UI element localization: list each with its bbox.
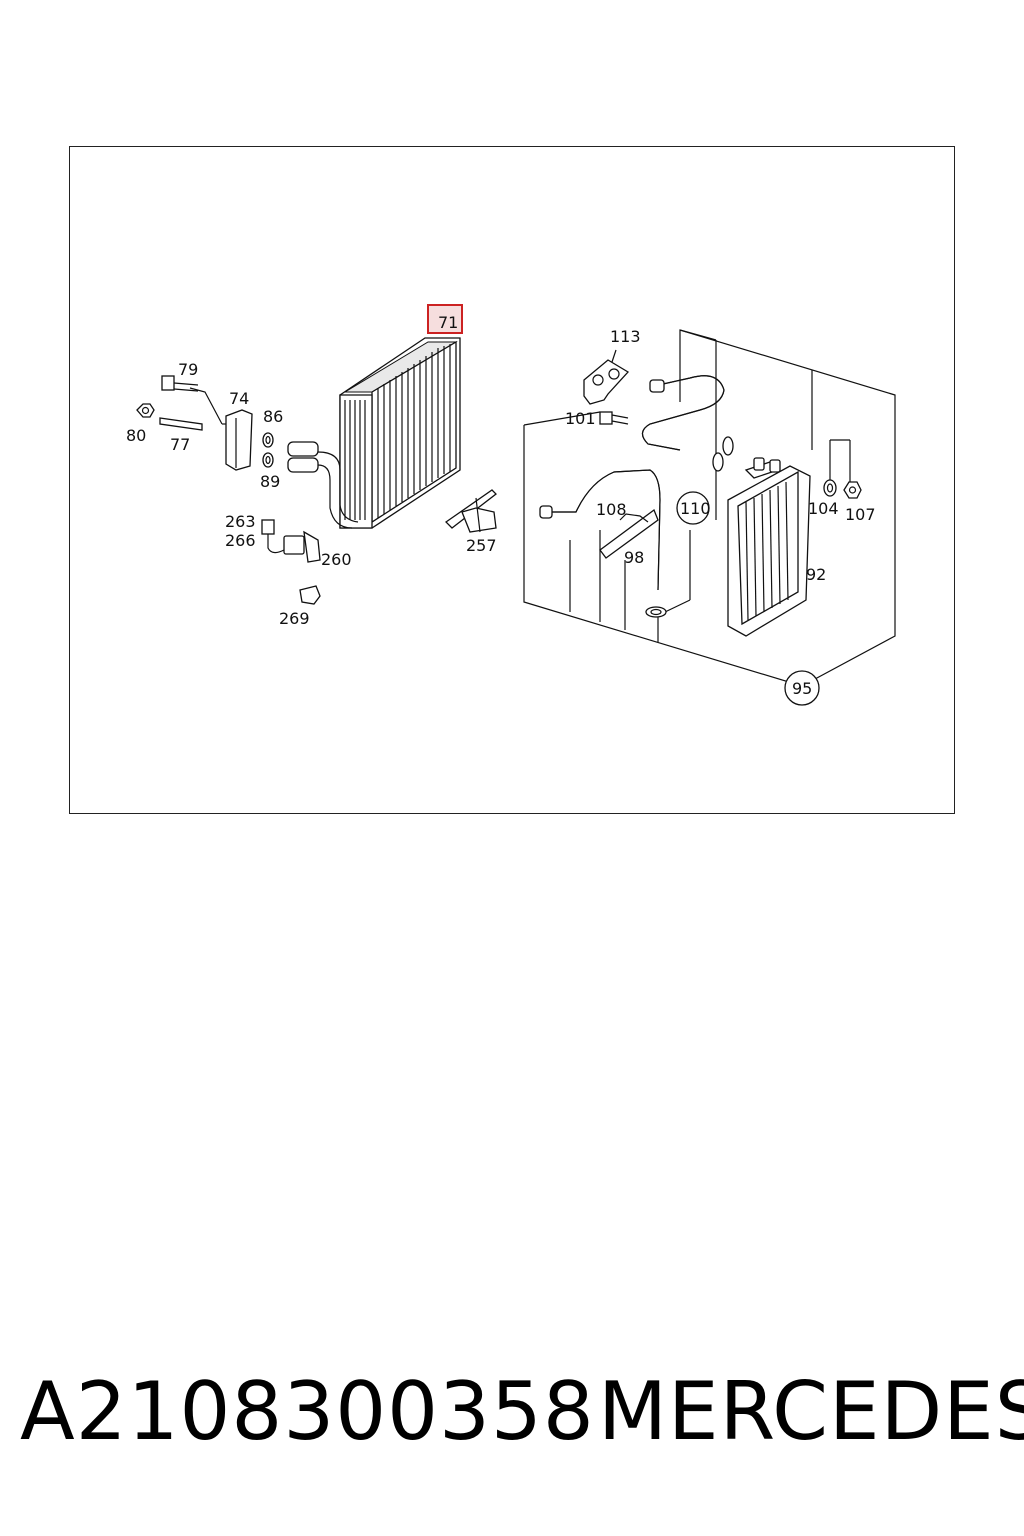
clamp-113 bbox=[583, 349, 630, 405]
callout-257: 257 bbox=[466, 536, 497, 555]
callout-110: 110 bbox=[680, 499, 711, 518]
heater-pipe-upper bbox=[641, 375, 725, 451]
callout-110-circle bbox=[676, 491, 710, 525]
o-rings-86-89 bbox=[262, 432, 274, 468]
callout-269: 269 bbox=[279, 609, 310, 628]
heater-core-92 bbox=[727, 457, 811, 637]
callout-98: 98 bbox=[624, 548, 644, 567]
heater-pipe-108 bbox=[539, 469, 661, 591]
callout-95: 95 bbox=[792, 679, 812, 698]
seal-ring bbox=[645, 606, 667, 618]
bracket-98 bbox=[599, 508, 659, 559]
screw-101 bbox=[599, 411, 629, 425]
callout-71: 71 bbox=[438, 313, 458, 332]
callout-86: 86 bbox=[263, 407, 283, 426]
callout-108: 108 bbox=[596, 500, 627, 519]
brand-name: MERCEDES bbox=[598, 1365, 1024, 1458]
expansion-valve-74 bbox=[222, 409, 253, 471]
callout-92: 92 bbox=[806, 565, 826, 584]
callout-74: 74 bbox=[229, 389, 249, 408]
clip-269 bbox=[299, 585, 321, 605]
bolt-79 bbox=[161, 375, 223, 425]
callout-113: 113 bbox=[610, 327, 641, 346]
nut-107 bbox=[843, 481, 862, 499]
gaskets-lower bbox=[712, 436, 734, 472]
callout-263: 263 bbox=[225, 512, 256, 531]
nut-80 bbox=[136, 403, 155, 418]
callout-260: 260 bbox=[321, 550, 352, 569]
callout-266: 266 bbox=[225, 531, 256, 550]
part-number: A2108300358 bbox=[20, 1365, 595, 1458]
evaporator-core bbox=[339, 337, 461, 529]
stud-77 bbox=[159, 417, 203, 431]
assembly-outline bbox=[523, 329, 896, 687]
callout-77: 77 bbox=[170, 435, 190, 454]
callout-80: 80 bbox=[126, 426, 146, 445]
callout-71-highlight bbox=[427, 304, 463, 334]
callout-107: 107 bbox=[845, 505, 876, 524]
callout-79: 79 bbox=[178, 360, 198, 379]
callout-101: 101 bbox=[565, 409, 596, 428]
sensor-260 bbox=[261, 519, 321, 563]
callout-104: 104 bbox=[808, 499, 839, 518]
callout-95-circle bbox=[784, 670, 820, 706]
evaporator-pipes bbox=[287, 441, 359, 529]
callout-89: 89 bbox=[260, 472, 280, 491]
washer-104 bbox=[823, 479, 837, 497]
bracket-257 bbox=[444, 489, 497, 533]
diagram-frame bbox=[69, 146, 955, 814]
